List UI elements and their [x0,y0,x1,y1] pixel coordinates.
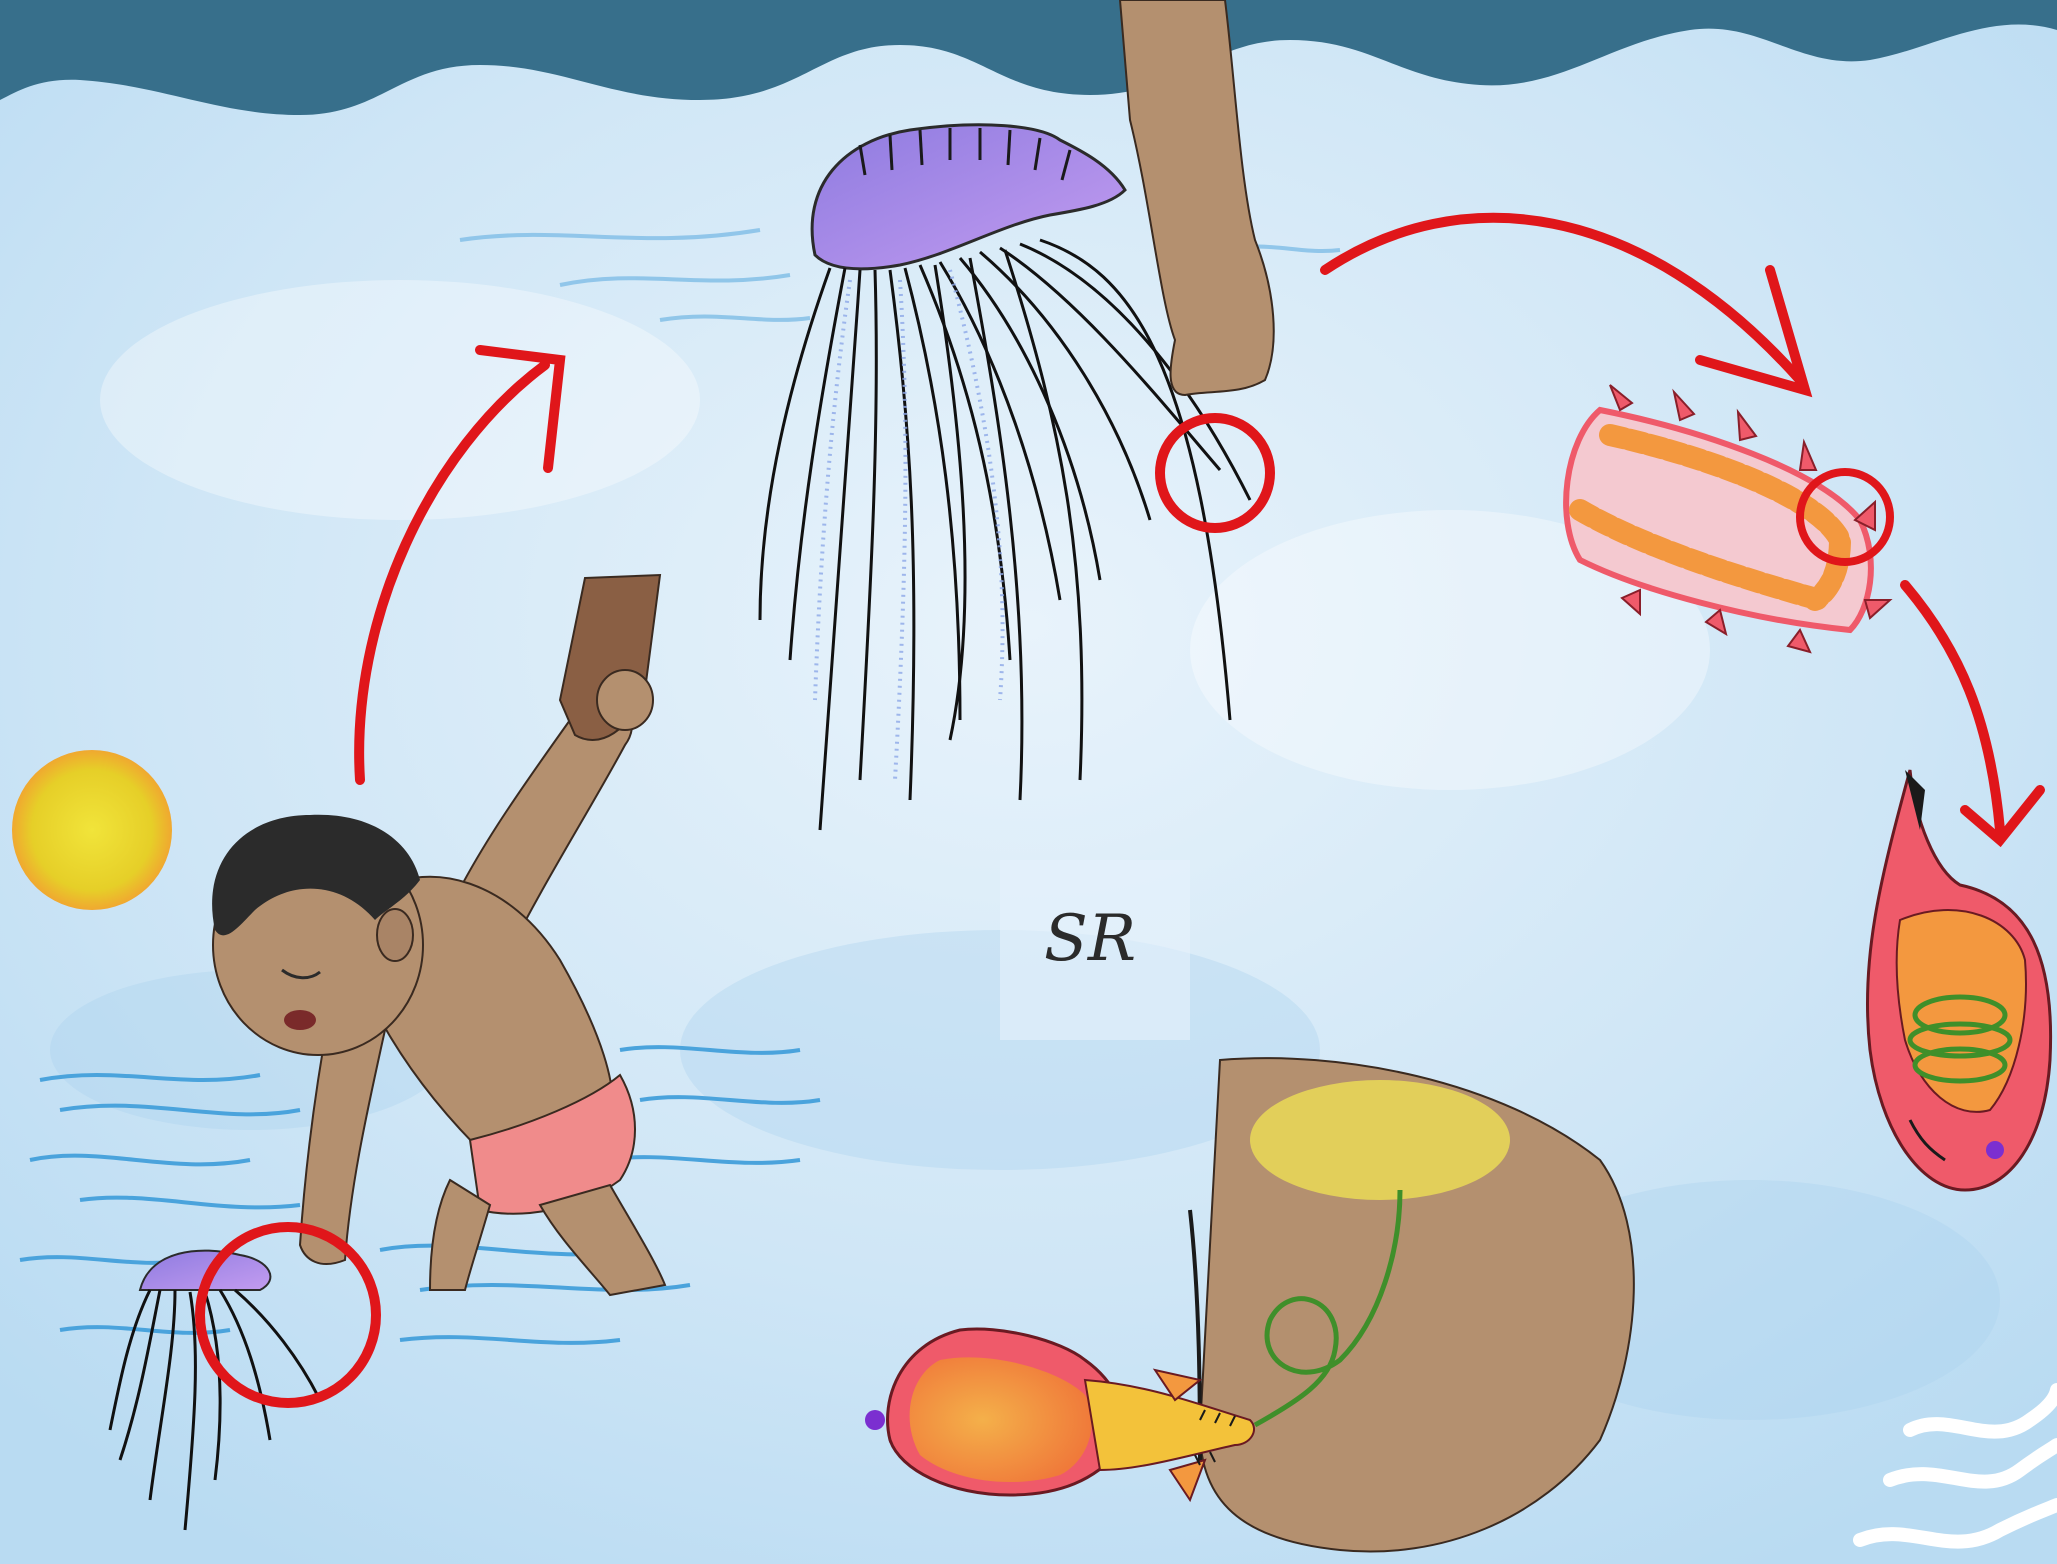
boy-mouth [284,1010,316,1030]
signature-text: SR [1044,902,1136,976]
sun-icon [12,750,172,910]
boy-fist [597,670,653,730]
artist-signature: SR [1000,860,1190,1040]
boy-ear [377,909,413,961]
